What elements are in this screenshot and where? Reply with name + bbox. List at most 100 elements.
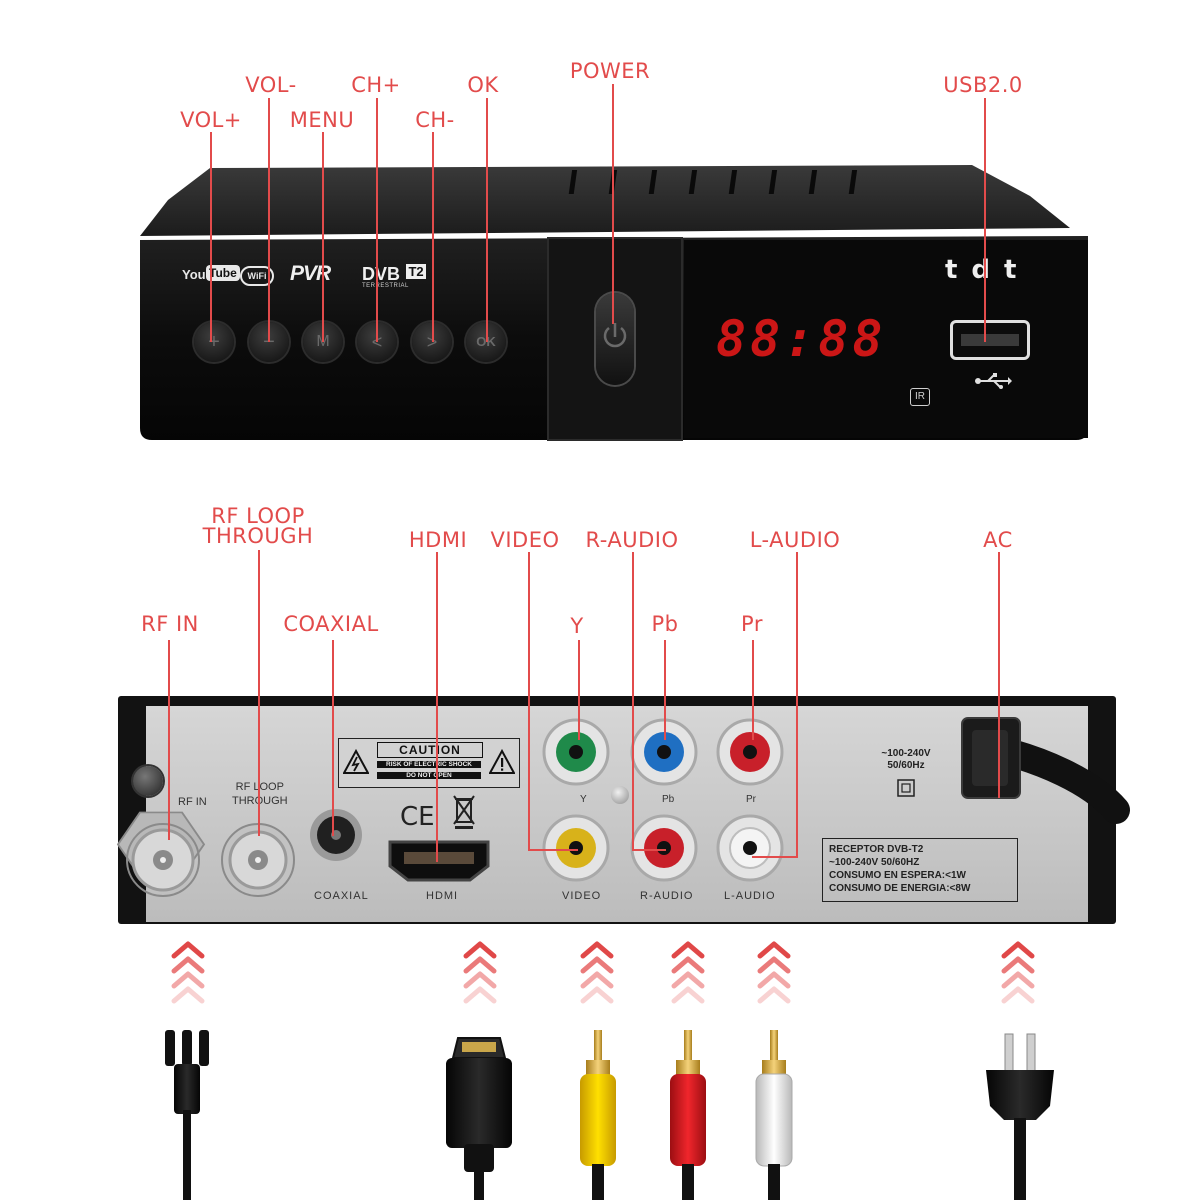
front-panel-illustration: [140, 165, 1088, 441]
rca-pr-top: [716, 718, 784, 786]
exclamation-warning-icon: [489, 749, 515, 774]
callout-ch-minus: CH-: [415, 108, 455, 132]
rca-video-bottom: [542, 814, 610, 882]
leader-y: [578, 640, 580, 740]
hdmi-cable-plug: [446, 1037, 512, 1200]
voltage-line1: ~100-240V: [881, 748, 931, 759]
callout-ok: OK: [467, 73, 499, 97]
arrow-hdmi: [466, 944, 494, 1001]
caution-title: CAUTION: [377, 742, 483, 758]
caution-label: CAUTION RISK OF ELECTRIC SHOCK DO NOT OP…: [338, 738, 520, 788]
printed-rf-in: RF IN: [178, 796, 207, 808]
ch-plus-glyph: <: [371, 332, 383, 352]
callout-rf-loop-line1: RF LOOP: [211, 504, 305, 528]
leader-usb: [984, 98, 986, 342]
weee-bin-icon: [453, 795, 475, 829]
printed-pb: Pb: [662, 794, 675, 805]
ac-power-cord: [961, 717, 1130, 824]
rf-cable-plug: [165, 1030, 209, 1200]
callout-vol-plus: VOL+: [180, 108, 242, 132]
callout-rf-loop: RF LOOP THROUGH: [203, 504, 314, 547]
leader-rf-in: [168, 640, 170, 840]
printed-video: VIDEO: [562, 890, 602, 902]
lightning-warning-icon: [343, 749, 369, 774]
screw-icon: [133, 766, 163, 796]
caution-line2: DO NOT OPEN: [377, 772, 481, 779]
leader-hdmi: [436, 552, 438, 862]
youtube-tube-text: Tube: [206, 265, 240, 281]
rear-plate: [146, 706, 1088, 922]
hdmi-port: [388, 840, 490, 882]
callout-pb: Pb: [651, 612, 679, 636]
printed-pr: Pr: [746, 794, 756, 805]
leader-ch-minus: [432, 132, 434, 342]
ce-mark: CE: [400, 802, 435, 832]
leader-video-h: [528, 849, 578, 851]
leader-l-audio-v: [796, 552, 798, 858]
ground-screw-icon: [611, 786, 629, 804]
spec-line-1: RECEPTOR DVB-T2: [829, 844, 924, 855]
rca-white-plug: [755, 1030, 793, 1200]
callout-hdmi: HDMI: [408, 528, 468, 552]
leader-rf-loop: [258, 550, 260, 836]
rf-in-connector: [116, 811, 206, 892]
printed-y: Y: [580, 794, 587, 805]
leader-l-audio-h: [752, 856, 798, 858]
vol-minus-glyph: −: [263, 331, 275, 353]
leader-ac: [998, 552, 1000, 798]
usb-port[interactable]: [950, 320, 1030, 360]
printed-hdmi: HDMI: [426, 890, 459, 902]
spec-line-3: CONSUMO EN ESPERA:<1W: [829, 870, 966, 881]
front-button-vol-plus[interactable]: +: [194, 322, 234, 362]
usb-icon: [975, 373, 1012, 389]
rca-red-plug: [670, 1030, 706, 1200]
power-button[interactable]: [596, 293, 634, 385]
ir-sensor: IR: [910, 388, 930, 406]
leader-power: [612, 84, 614, 324]
printed-coaxial: COAXIAL: [314, 890, 369, 902]
power-icon: [603, 323, 627, 348]
callout-vol-minus: VOL-: [245, 73, 297, 97]
callout-power: POWER: [569, 59, 651, 83]
spec-line-2: ~100-240V 50/60HZ: [829, 857, 920, 868]
callout-video: VIDEO: [490, 528, 560, 552]
rca-yellow-plug: [580, 1030, 616, 1200]
rear-ports-illustration: [116, 717, 1130, 897]
arrow-l-audio: [760, 944, 788, 1001]
callout-y: Y: [570, 614, 584, 638]
leader-coaxial: [332, 640, 334, 836]
spec-line-4: CONSUMO DE ENERGIA:<8W: [829, 883, 971, 894]
arrow-video: [583, 944, 611, 1001]
leader-vol-plus: [210, 132, 212, 342]
leader-r-audio-v: [632, 552, 634, 850]
callout-rf-in: RF IN: [141, 612, 199, 636]
tdt-text: tdt: [945, 255, 1031, 285]
dvb-text: DVB: [362, 264, 401, 284]
dvb-t2-logo: DVB T2 TERRESTRIAL: [362, 264, 426, 289]
leader-pb: [664, 640, 666, 740]
callout-ch-plus: CH+: [351, 73, 401, 97]
cables-illustration: [165, 930, 1054, 1200]
youtube-you-text: You: [182, 267, 206, 282]
callout-coaxial: COAXIAL: [283, 612, 379, 636]
leader-vol-minus: [268, 98, 270, 342]
leader-ok: [486, 98, 488, 342]
leader-r-audio-h: [632, 849, 666, 851]
leader-menu: [322, 132, 324, 342]
ch-minus-glyph: >: [426, 332, 438, 352]
callout-pr: Pr: [741, 612, 763, 636]
callout-l-audio: L-AUDIO: [749, 528, 841, 552]
printed-r-audio: R-AUDIO: [640, 890, 694, 902]
arrow-ac: [1004, 944, 1032, 1001]
voltage-label: ~100-240V 50/60Hz: [866, 748, 946, 772]
arrow-r-audio: [674, 944, 702, 1001]
leader-pr: [752, 640, 754, 740]
arrow-rf: [174, 944, 202, 1001]
top-vents: [568, 170, 858, 194]
led-display: 88:88: [716, 310, 887, 368]
wifi-logo: WiFi: [240, 266, 274, 286]
caution-line1: RISK OF ELECTRIC SHOCK: [377, 761, 481, 768]
chassis-top: [140, 165, 1070, 236]
callout-usb: USB2.0: [943, 73, 1023, 97]
